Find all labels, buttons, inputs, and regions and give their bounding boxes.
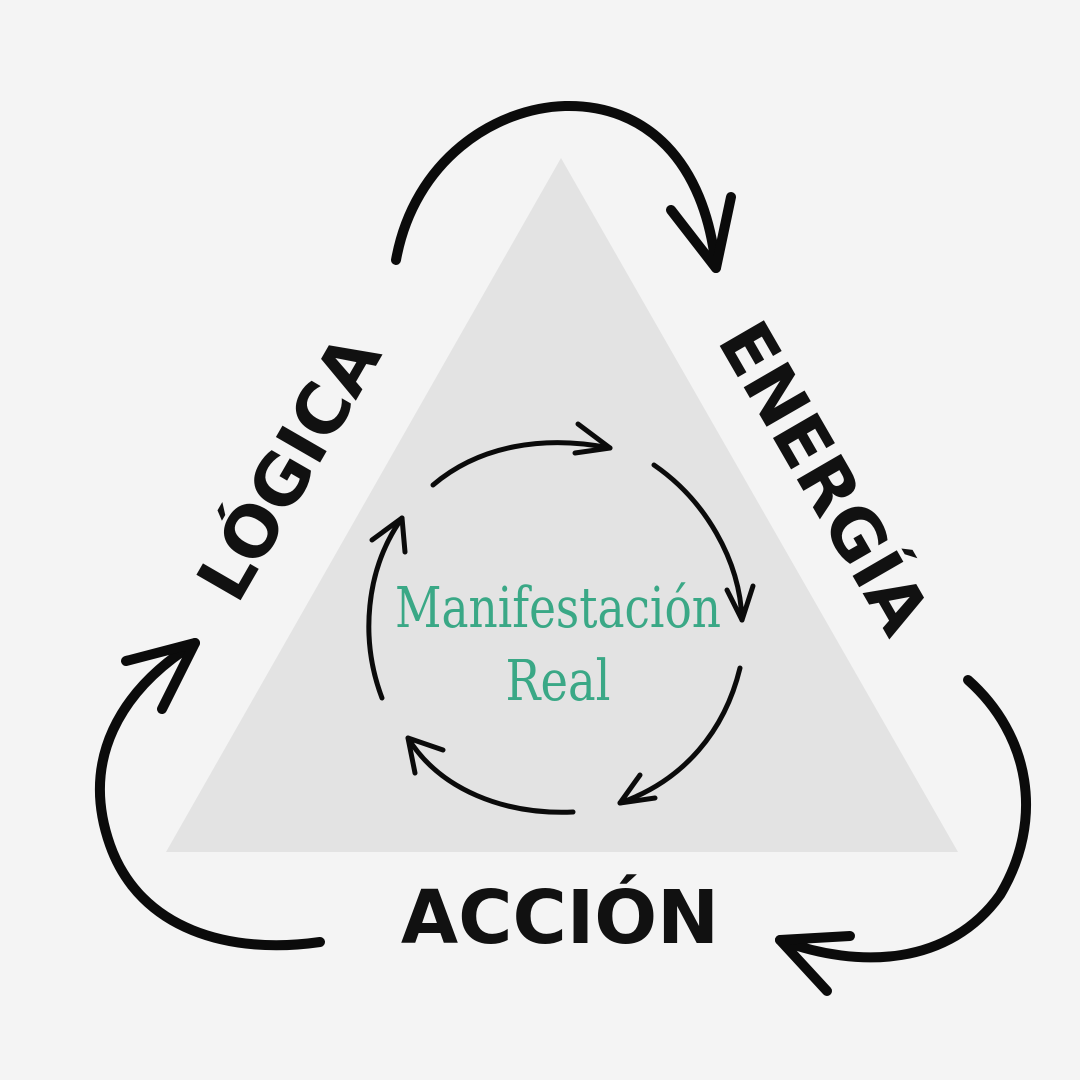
inner-arrow-bottom-right — [617, 665, 743, 806]
outer-arrow-right — [775, 675, 1031, 996]
inner-arrow-bottom — [405, 735, 576, 815]
inner-arrow-top — [430, 421, 613, 488]
label-accion: ACCIÓN — [401, 873, 719, 961]
inner-arrow-right — [651, 462, 756, 623]
inner-arrow-left — [366, 515, 408, 701]
center-title-line1: Manifestación — [395, 576, 721, 641]
background-triangle — [166, 158, 958, 852]
center-title-line2: Real — [506, 649, 611, 714]
outer-arrow-top — [391, 100, 736, 273]
outer-arrow-left — [94, 638, 325, 951]
